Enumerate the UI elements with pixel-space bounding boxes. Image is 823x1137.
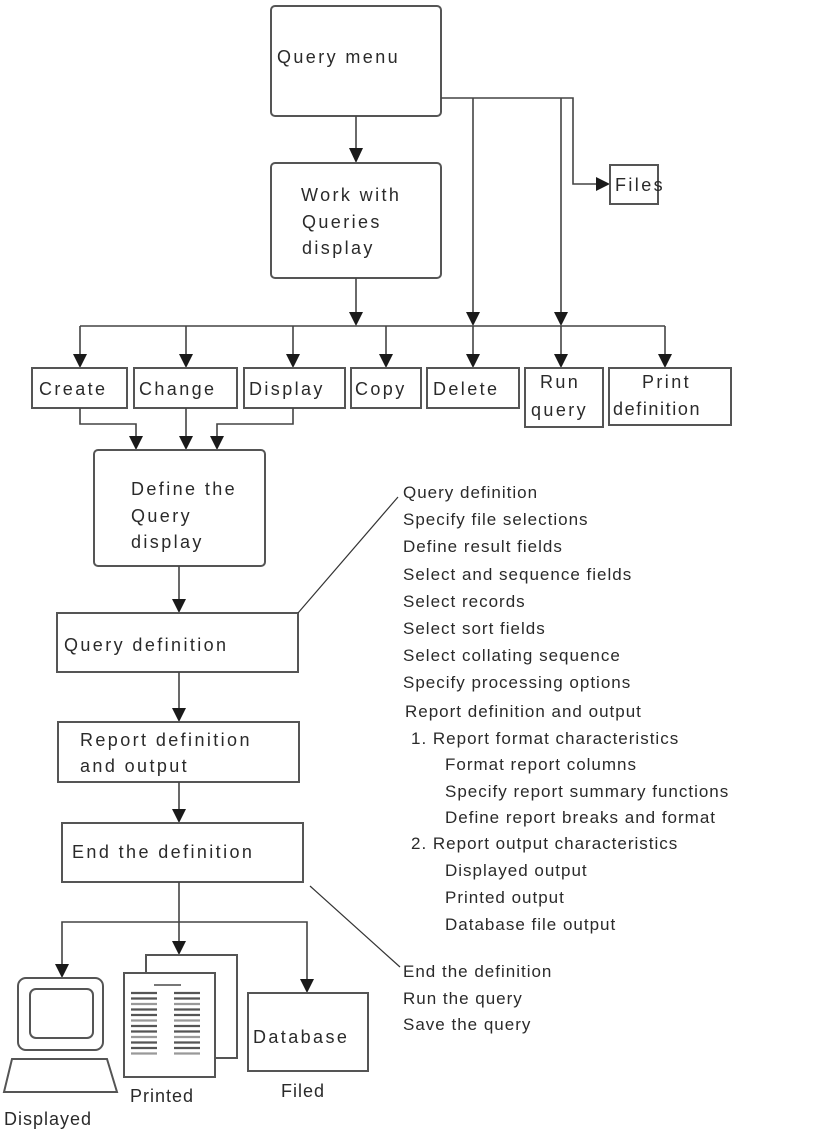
note-qd-6: Select collating sequence	[403, 646, 621, 665]
arrow-head	[129, 436, 143, 450]
output-printed-label: Printed	[130, 1086, 194, 1106]
note-qd-3: Select and sequence fields	[403, 565, 632, 584]
files-label: Files	[615, 175, 665, 195]
node-files: Files	[609, 164, 665, 205]
query-menu-label: Query menu	[277, 47, 400, 67]
note-ed-1: Run the query	[403, 989, 523, 1008]
notes-report-definition: Report definition and output 1. Report f…	[405, 702, 729, 934]
end-definition-label: End the definition	[72, 842, 254, 862]
define-query-line-3: display	[131, 532, 204, 552]
note-rd-8: Database file output	[445, 915, 616, 934]
run-query-line-2: query	[531, 400, 588, 420]
note-rd-3: Specify report summary functions	[445, 782, 729, 801]
note-qd-5: Select sort fields	[403, 619, 546, 638]
node-define-query: Define the Query display	[93, 449, 266, 567]
note-rd-0: Report definition and output	[405, 702, 642, 721]
display-box	[243, 367, 346, 409]
define-query-line-1: Define the	[131, 479, 237, 499]
option-display: Display	[243, 367, 346, 409]
arrow-head	[55, 964, 69, 978]
connector-create-to-define	[79, 408, 137, 438]
note-rd-1: 1. Report format characteristics	[411, 729, 679, 748]
note-qd-2: Define result fields	[403, 537, 563, 556]
note-ed-2: Save the query	[403, 1015, 531, 1034]
work-with-queries-line-2: Queries	[302, 212, 382, 232]
copy-box	[350, 367, 422, 409]
node-query-definition: Query definition	[56, 612, 299, 673]
delete-label: Delete	[433, 379, 499, 399]
option-print-definition: Print definition	[608, 367, 732, 426]
arrow-head	[210, 436, 224, 450]
notes-query-definition: Query definition Specify file selections…	[403, 483, 632, 692]
files-box	[609, 164, 659, 205]
option-delete: Delete	[426, 367, 520, 409]
arrow-head	[172, 941, 186, 955]
arrow-head	[466, 312, 480, 326]
option-drops	[73, 326, 672, 368]
printed-pages-icon	[123, 954, 238, 1078]
note-rd-4: Define report breaks and format	[445, 808, 716, 827]
print-definition-box	[608, 367, 732, 426]
arrow-head	[179, 436, 193, 450]
arrow-head	[596, 177, 610, 191]
note-rd-6: Displayed output	[445, 861, 588, 880]
note-qd-0: Query definition	[403, 483, 538, 502]
arrow-head	[172, 809, 186, 823]
connector-menu-to-files	[441, 97, 598, 185]
arrow-head	[172, 599, 186, 613]
report-definition-line-1: Report definition	[80, 730, 252, 750]
print-definition-line-1: Print	[642, 372, 691, 392]
node-end-definition: End the definition	[61, 822, 304, 883]
arrow-head	[349, 312, 363, 326]
note-ed-0: End the definition	[403, 962, 552, 981]
note-qd-1: Specify file selections	[403, 510, 589, 529]
connector-display-to-define	[216, 408, 294, 438]
run-query-line-1: Run	[540, 372, 580, 392]
output-bus	[61, 921, 308, 981]
display-label: Display	[249, 379, 325, 399]
print-definition-line-2: definition	[613, 399, 701, 419]
work-with-queries-line-1: Work with	[301, 185, 401, 205]
note-qd-4: Select records	[403, 592, 526, 611]
notes-end-definition: End the definition Run the query Save th…	[403, 962, 552, 1034]
option-run-query: Run query	[524, 367, 604, 428]
node-report-definition: Report definition and output	[57, 721, 300, 783]
note-rd-5: 2. Report output characteristics	[411, 834, 678, 853]
output-filed-label: Filed	[281, 1081, 325, 1101]
option-create: Create	[31, 367, 128, 409]
node-query-menu: Query menu	[270, 5, 442, 117]
note-rd-2: Format report columns	[445, 755, 637, 774]
delete-box	[426, 367, 520, 409]
option-change: Change	[133, 367, 238, 409]
note-qd-7: Specify processing options	[403, 673, 631, 692]
output-displayed-label: Displayed	[4, 1109, 92, 1129]
callout-line-query-definition	[297, 496, 399, 614]
computer-monitor-icon	[2, 977, 119, 1093]
copy-label: Copy	[355, 379, 407, 399]
report-definition-box	[57, 721, 300, 783]
callout-line-end-definition	[309, 885, 401, 968]
define-query-line-2: Query	[131, 506, 192, 526]
option-copy: Copy	[350, 367, 422, 409]
database-label: Database	[253, 1027, 349, 1047]
work-with-queries-line-3: display	[302, 238, 375, 258]
query-definition-label: Query definition	[64, 635, 228, 655]
arrow-head	[554, 312, 568, 326]
run-query-box	[524, 367, 604, 428]
create-box	[31, 367, 128, 409]
query-definition-box	[56, 612, 299, 673]
arrow-head	[349, 148, 363, 163]
arrow-head	[172, 708, 186, 722]
end-definition-box	[61, 822, 304, 883]
change-box	[133, 367, 238, 409]
arrow-head	[300, 979, 314, 993]
create-label: Create	[39, 379, 107, 399]
node-work-with-queries: Work with Queries display	[270, 162, 442, 279]
report-definition-line-2: and output	[80, 756, 189, 776]
node-database: Database	[247, 992, 369, 1072]
change-label: Change	[139, 379, 216, 399]
database-box	[247, 992, 369, 1072]
note-rd-7: Printed output	[445, 888, 565, 907]
